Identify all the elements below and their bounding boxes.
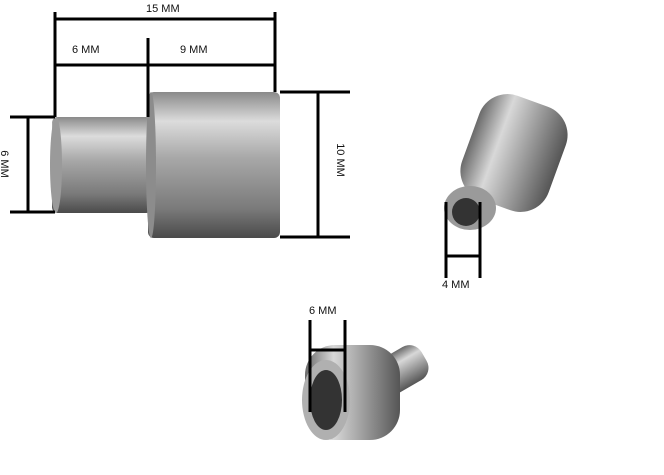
inner-bore-small-label: 4 MM	[442, 279, 470, 291]
perspective-part-right	[444, 94, 568, 278]
perspective-part-bottom	[302, 320, 429, 440]
small-section-length-label: 6 MM	[72, 44, 100, 56]
total-length-label: 15 MM	[146, 3, 180, 15]
large-section-length-label: 9 MM	[180, 44, 208, 56]
small-diameter-label: 6 MM	[0, 150, 10, 178]
large-diameter-label: 10 MM	[333, 143, 346, 177]
side-view-part	[50, 92, 280, 238]
dimension-lines	[10, 12, 350, 239]
inner-bore-large-label: 6 MM	[309, 305, 337, 317]
